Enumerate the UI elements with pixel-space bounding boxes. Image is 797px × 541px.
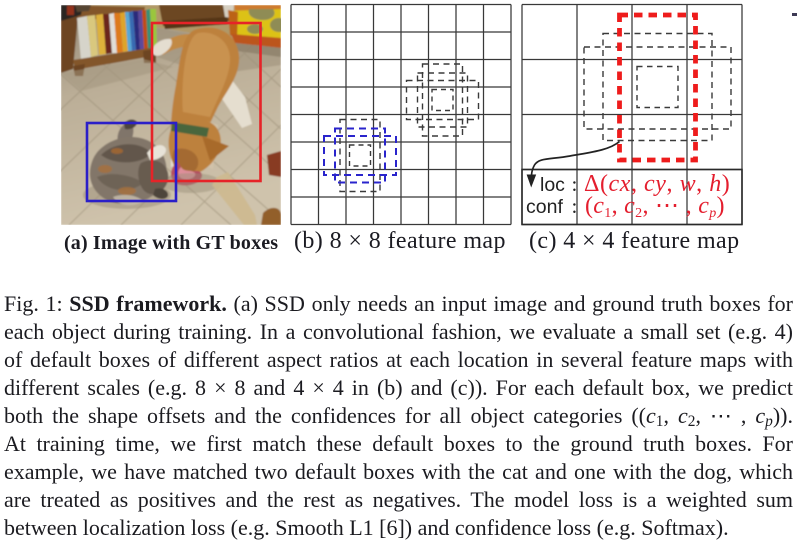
svg-text:Δ(cx, cy, w, h): Δ(cx, cy, w, h) [584,171,730,197]
svg-text:loc: loc [540,174,565,196]
svg-text::: : [572,194,578,218]
svg-text:conf: conf [526,196,563,218]
svg-text::: : [572,172,578,196]
svg-text:(c1, c2, ⋯ , cp): (c1, c2, ⋯ , cp) [585,193,725,221]
